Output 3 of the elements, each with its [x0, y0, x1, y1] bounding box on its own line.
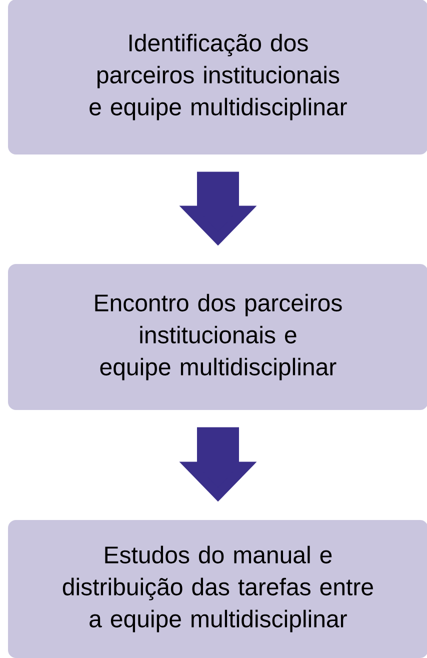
process-box: Identificação dos parceiros institucionais e equipe multidisciplinar [8, 0, 427, 154]
process-box: Encontro dos parceiros institucionais e equipe multidisciplinar [8, 264, 427, 410]
process-box: Estudos do manual e distribuição das tarefas entre a equipe multidisciplinar [8, 520, 427, 658]
